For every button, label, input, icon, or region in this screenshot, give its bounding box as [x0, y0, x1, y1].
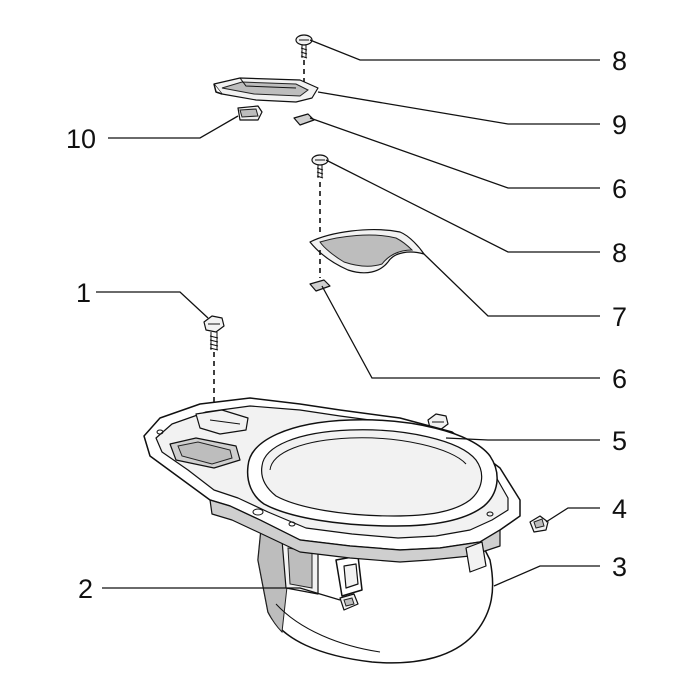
callout-5: 5 — [612, 426, 627, 456]
callout-6-top: 6 — [612, 174, 627, 204]
leader-10 — [108, 115, 239, 139]
leader-4 — [545, 507, 600, 523]
callout-4: 4 — [612, 494, 627, 524]
callout-7: 7 — [612, 302, 627, 332]
callout-10: 10 — [66, 124, 96, 154]
leader-8-top — [309, 39, 600, 61]
leader-5 — [445, 437, 600, 441]
callout-3: 3 — [612, 552, 627, 582]
clip-10 — [237, 105, 263, 121]
leader-6-middle — [321, 285, 600, 379]
callout-1: 1 — [76, 278, 91, 308]
leader-2 — [102, 587, 341, 601]
helmet-compartment-3 — [143, 397, 521, 664]
nut-4 — [529, 515, 549, 533]
callout-9: 9 — [612, 110, 627, 140]
screw-1 — [203, 315, 225, 410]
callout-2: 2 — [78, 574, 93, 604]
leader-6-top — [309, 117, 600, 189]
leader-8-middle — [325, 159, 600, 253]
leader-3 — [493, 565, 600, 587]
screw-8-top — [295, 34, 313, 82]
washer-6-top — [293, 113, 315, 126]
cover-7 — [309, 229, 425, 278]
cover-9 — [213, 77, 319, 103]
leader-7 — [423, 253, 600, 317]
washer-6-middle — [309, 279, 331, 292]
leader-1 — [96, 291, 209, 319]
callout-6-middle: 6 — [612, 364, 627, 394]
leader-9 — [317, 91, 600, 125]
leader-lines — [96, 39, 600, 601]
screw-8-middle — [311, 154, 329, 232]
callout-labels: 8 9 10 6 8 7 1 6 5 4 3 2 — [66, 46, 627, 604]
callout-8-top: 8 — [612, 46, 627, 76]
callout-8-middle: 8 — [612, 238, 627, 268]
